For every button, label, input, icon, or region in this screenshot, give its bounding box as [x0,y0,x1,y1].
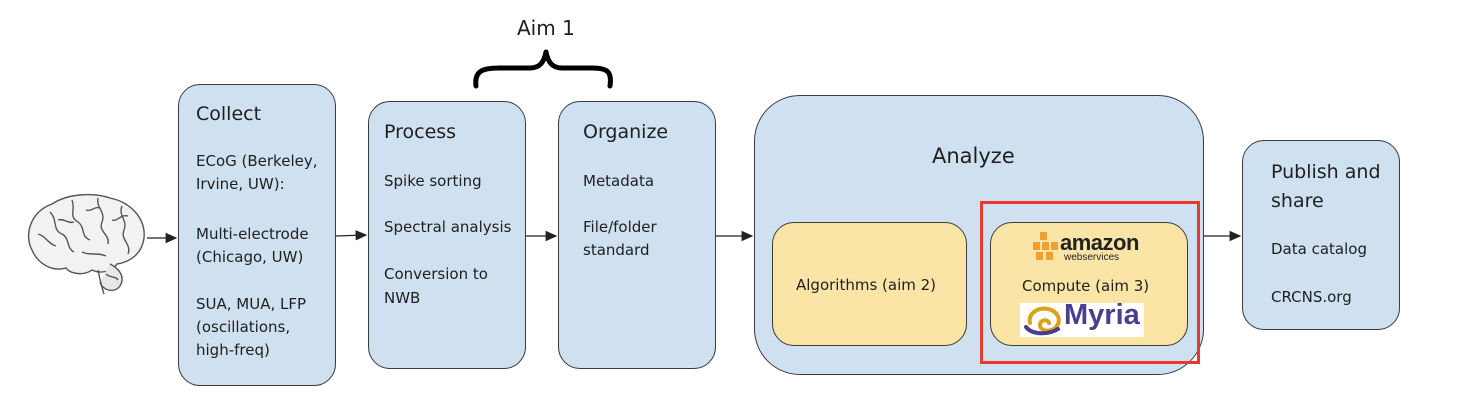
myria-wordmark: Myria [1064,299,1140,331]
process-item: NWB [384,289,421,307]
process-item: Spike sorting [384,172,482,190]
publish-title-line1: Publish and [1271,161,1381,183]
publish-box [1242,140,1400,330]
aws-cubes-icon [1033,232,1058,260]
analyze-title: Analyze [932,144,1015,168]
brain-icon [28,193,145,295]
amazon-web-services-logo: amazon webservices [1030,230,1140,266]
organize-title: Organize [583,121,669,143]
amazon-subtitle: webservices [1064,252,1120,263]
algorithms-label: Algorithms (aim 2) [796,276,937,294]
collect-title: Collect [196,103,262,125]
aim3-highlight-frame [980,201,1200,364]
compute-label: Compute (aim 3) [1022,277,1150,295]
process-title: Process [384,121,457,143]
organize-item: standard [583,241,650,259]
aim1-label: Aim 1 [517,16,575,40]
collect-item: high-freq) [196,341,270,359]
collect-item: SUA, MUA, LFP [196,295,307,313]
collect-item: ECoG (Berkeley, [196,152,318,170]
collect-item: Multi-electrode [196,225,309,243]
organize-item: File/folder [583,218,657,236]
organize-item: Metadata [583,172,655,190]
publish-item: CRCNS.org [1271,288,1352,306]
myria-swirl-icon [1024,306,1061,336]
process-item: Spectral analysis [384,218,512,236]
collect-box [178,84,336,386]
myria-logo: Myria [1020,299,1144,337]
aim1-brace [473,49,613,89]
collect-item: (oscillations, [196,318,291,336]
collect-item: (Chicago, UW) [196,248,304,266]
collect-item: Irvine, UW): [196,175,285,193]
organize-box [558,101,716,369]
process-box [368,101,526,369]
publish-item: Data catalog [1271,240,1367,258]
amazon-wordmark: amazon [1060,230,1139,255]
process-item: Conversion to [384,265,488,283]
algorithms-box [772,222,967,346]
publish-title-line2: share [1271,190,1324,212]
